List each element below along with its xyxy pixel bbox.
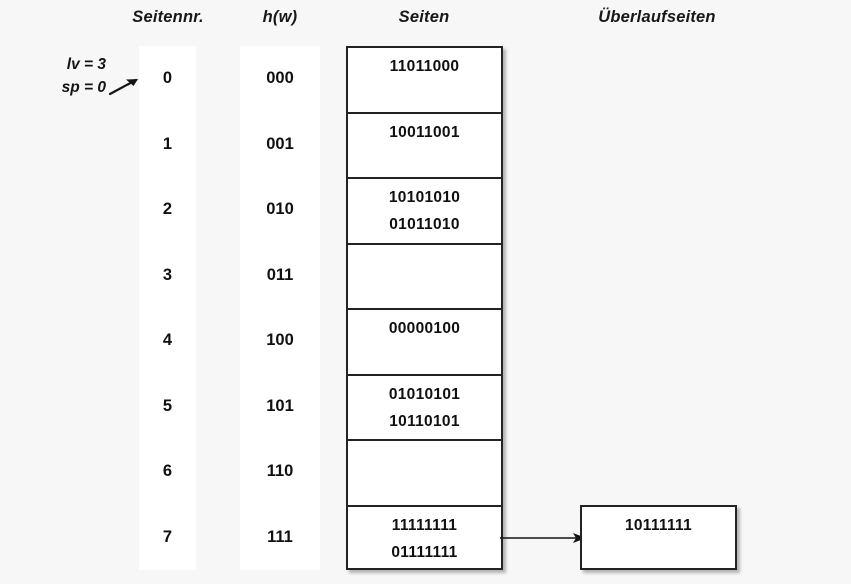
page-entry: 11011000 xyxy=(389,58,460,75)
seitennr-cell: 7 xyxy=(162,527,173,546)
page-entry: 10101010 xyxy=(388,189,461,206)
column-header-seitennr: Seitennr. xyxy=(132,8,204,26)
page-entry: 10110101 xyxy=(389,412,460,430)
hw-cell: 111 xyxy=(267,527,293,546)
page-cell: 10101010 01011010 xyxy=(348,179,501,245)
page-cell: 11011000 xyxy=(348,48,501,114)
annotation-lv: lv = 3 xyxy=(66,56,106,73)
annotation-sp: sp = 0 xyxy=(61,79,106,96)
hw-cell: 000 xyxy=(266,69,294,88)
seitennr-cell: 6 xyxy=(162,462,173,481)
hw-cell: 010 xyxy=(266,200,294,219)
page-cell: 11111111 01111111 xyxy=(348,507,501,573)
page-cell: 00000100 xyxy=(348,310,501,376)
page-entry: 10011001 xyxy=(389,123,460,141)
page-entry: 00000100 xyxy=(388,320,461,337)
page-cell xyxy=(348,441,501,507)
overflow-entry: 10111111 xyxy=(624,517,693,534)
page-cell: 10011001 xyxy=(348,114,501,179)
page-cell xyxy=(348,245,501,310)
hw-cell: 101 xyxy=(266,396,294,415)
column-hw: 000 001 010 011 100 101 110 111 xyxy=(240,46,320,570)
hw-cell: 011 xyxy=(266,265,294,284)
seitennr-cell: 5 xyxy=(162,396,173,415)
overflow-page-box: 10111111 xyxy=(580,505,737,570)
column-header-ueberlaufseiten: Überlaufseiten xyxy=(598,8,716,26)
hw-cell: 110 xyxy=(266,462,294,481)
page-entry: 11111111 xyxy=(391,516,458,534)
seitennr-cell: 1 xyxy=(162,134,173,153)
page-entry: 01111111 xyxy=(391,543,458,561)
hw-cell: 100 xyxy=(266,331,294,350)
column-header-seiten: Seiten xyxy=(398,8,450,26)
pages-table: 11011000 10011001 10101010 01011010 00000100… xyxy=(346,46,503,570)
hw-cell: 001 xyxy=(266,134,294,153)
page-entry: 01010101 xyxy=(388,385,461,403)
seitennr-cell: 2 xyxy=(162,200,173,219)
arrow-right-icon xyxy=(500,533,586,543)
page-entry: 01011010 xyxy=(389,216,460,233)
seitennr-cell: 0 xyxy=(162,69,173,88)
seitennr-cell: 3 xyxy=(162,265,173,284)
arrow-up-right-icon xyxy=(108,78,138,96)
seitennr-cell: 4 xyxy=(162,331,173,350)
page-cell: 01010101 10110101 xyxy=(348,376,501,441)
column-seitennr: 0 1 2 3 4 5 6 7 xyxy=(139,46,196,570)
column-header-hw: h(w) xyxy=(262,8,298,26)
